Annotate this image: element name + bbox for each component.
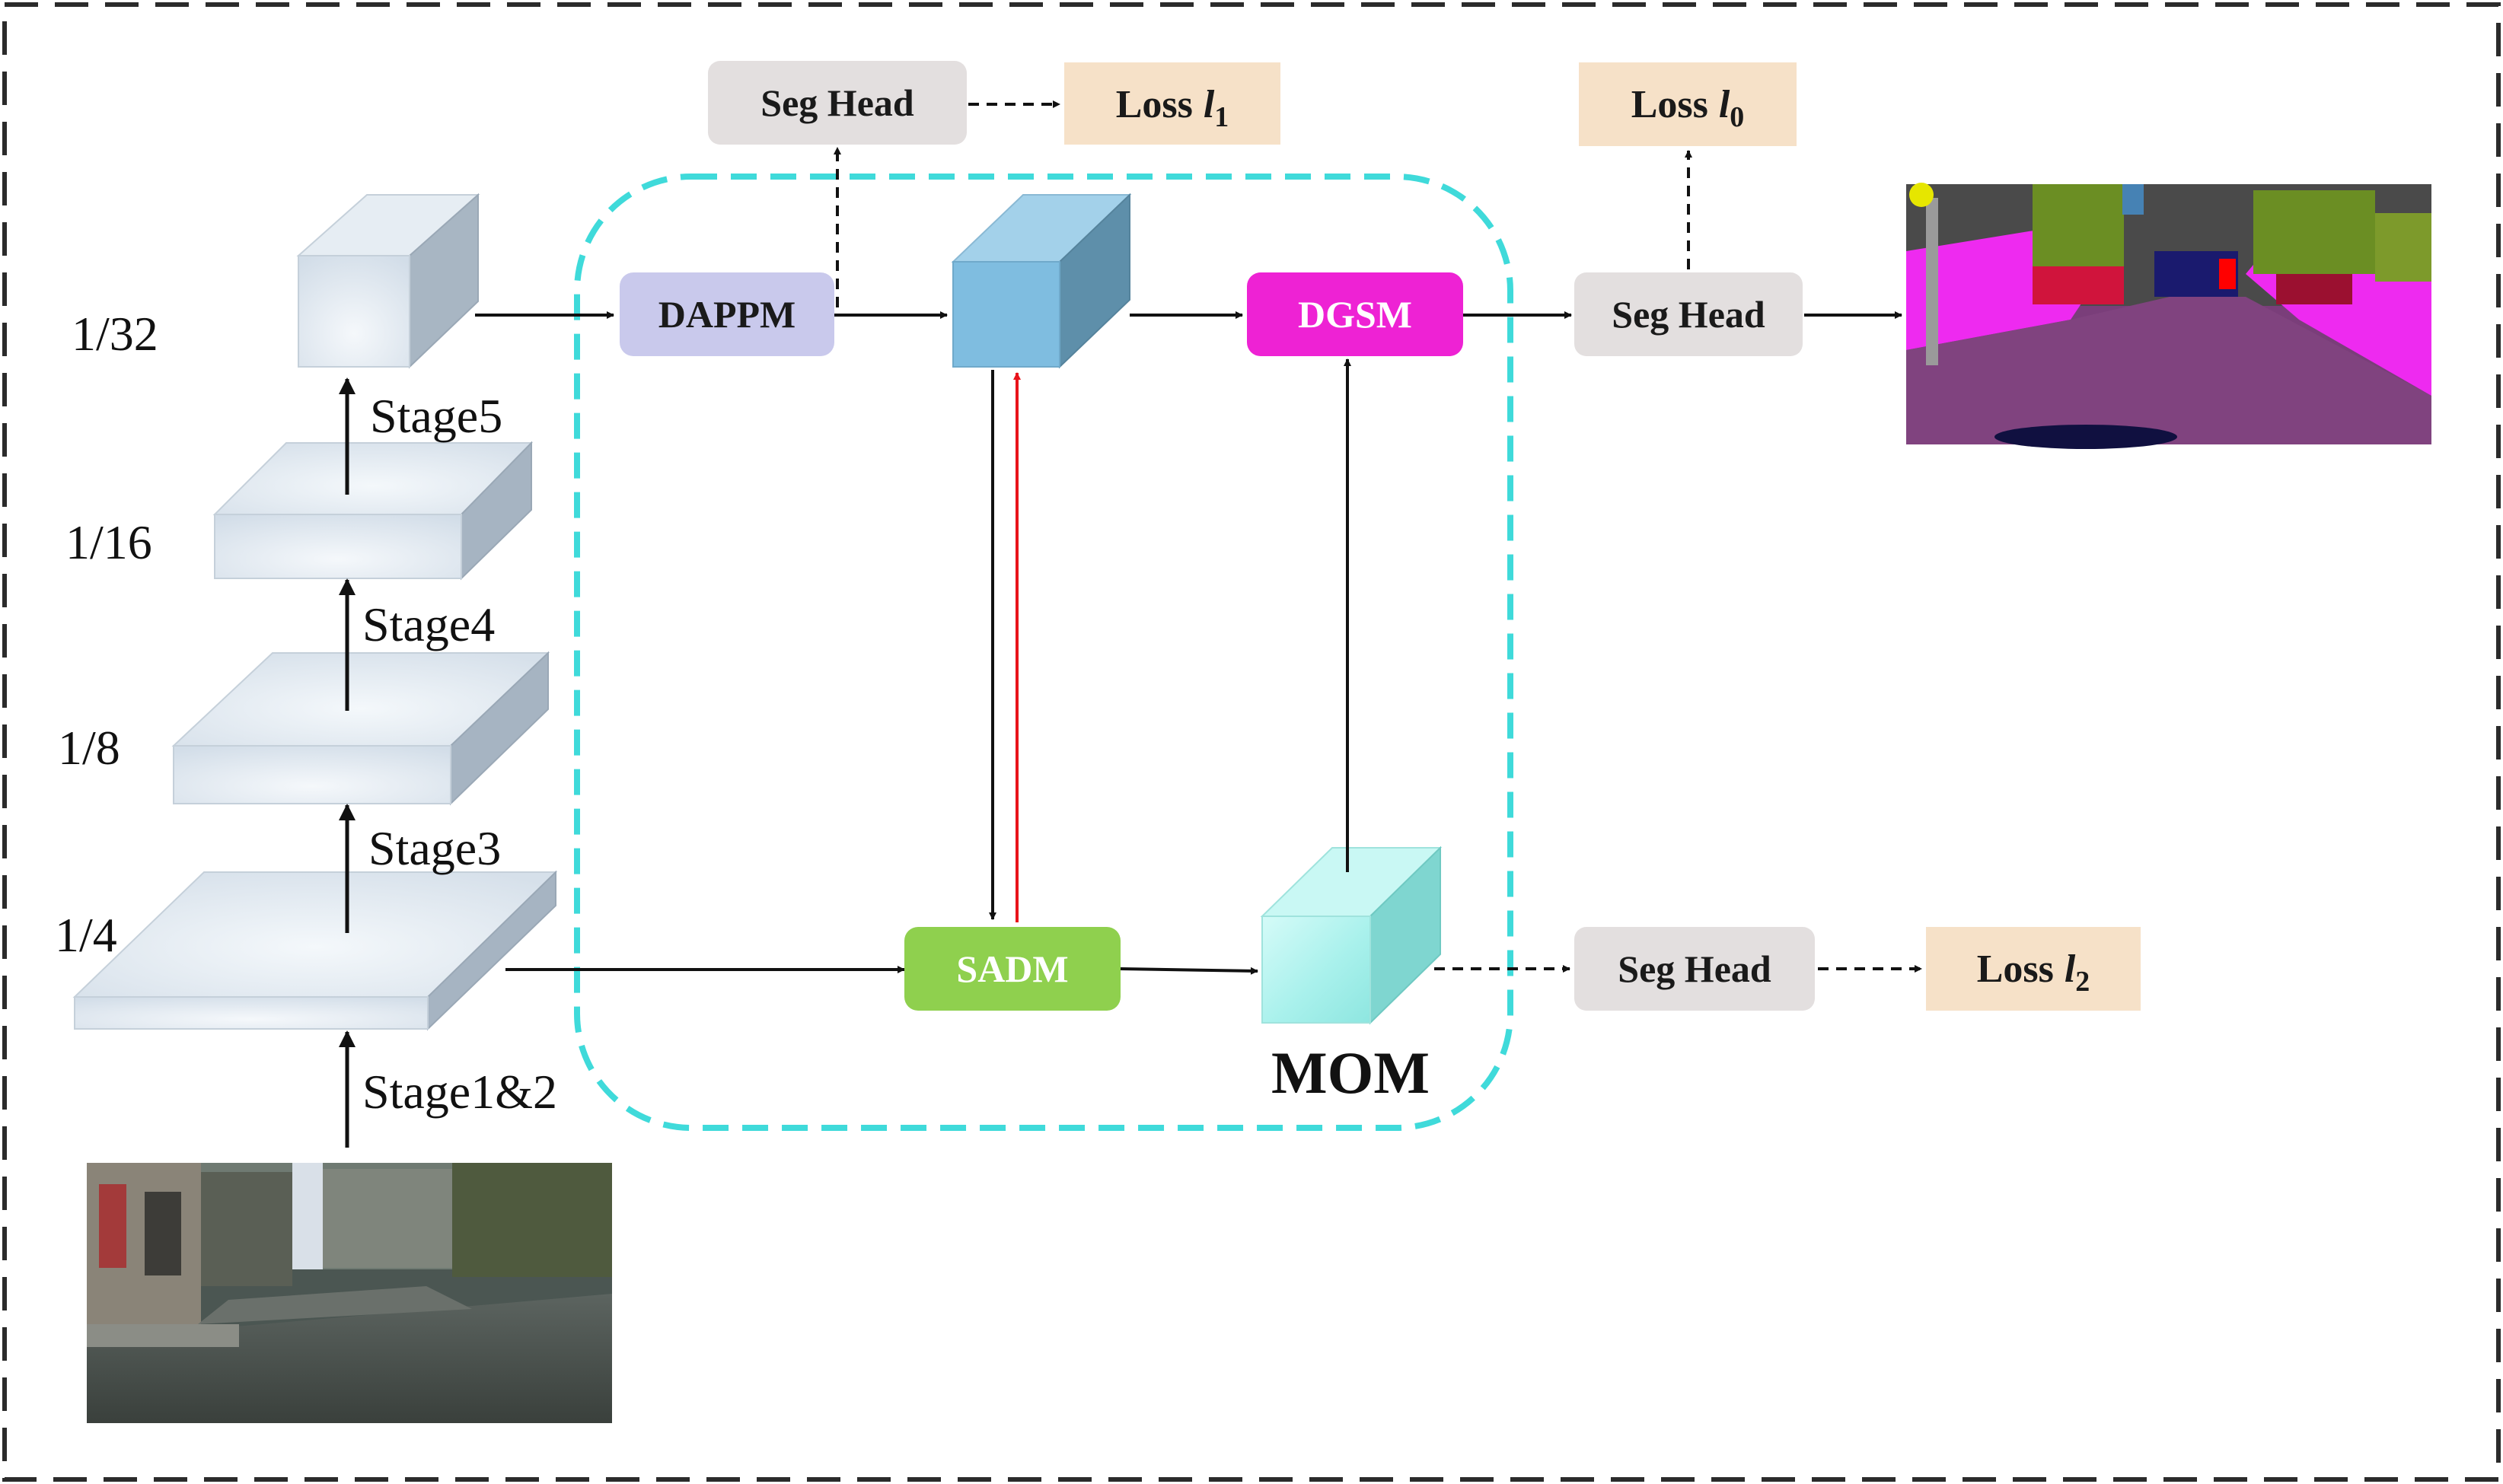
loss-l1-word: Loss [1116,83,1193,126]
loss-l0-var: l [1719,83,1730,126]
arrow-sadm-to-mom-cube [1120,967,1258,975]
dappm-label: DAPPM [658,293,796,336]
loss-l1-var: l [1204,83,1215,126]
seg-head-bottom-label: Seg Head [1618,947,1771,990]
dgsm-module: DGSM [1247,272,1463,356]
dappm-module: DAPPM [620,272,834,356]
seg-head-top: Seg Head [708,61,967,145]
stage-label-4: Stage4 [362,597,495,651]
feature-cube [951,193,1132,369]
loss-l0-sub: 0 [1730,101,1744,133]
seg-head-main: Seg Head [1574,272,1803,356]
mom-region [574,174,1513,1131]
feature-block-1-16 [212,441,534,581]
seg-head-main-label: Seg Head [1612,293,1765,336]
output-segmentation-map [1906,183,2431,449]
mom-cube [1260,845,1443,1025]
scale-label-1-8: 1/8 [58,721,120,775]
seg-head-top-label: Seg Head [760,81,914,124]
loss-l0-word: Loss [1631,83,1708,126]
sadm-label: SADM [956,947,1068,990]
input-street-image [87,1163,612,1423]
loss-l2-word: Loss [1977,947,2054,991]
loss-l1-sub: 1 [1214,101,1229,133]
feature-block-1-8 [171,651,550,806]
seg-head-bottom: Seg Head [1574,927,1815,1011]
sadm-module: SADM [904,927,1121,1011]
loss-l2-var: l [2065,947,2076,991]
scale-label-1-32: 1/32 [72,307,158,361]
scale-label-1-16: 1/16 [65,515,152,569]
loss-l2-sub: 2 [2075,966,2090,998]
mom-label: MOM [1271,1040,1430,1106]
stage-label-3: Stage3 [368,821,501,875]
stage-label-1-2: Stage1&2 [362,1065,557,1119]
feature-block-1-4 [72,870,558,1031]
feature-block-1-32 [296,193,480,369]
dgsm-label: DGSM [1298,293,1412,336]
scale-label-1-4: 1/4 [55,908,117,962]
stage-label-5: Stage5 [370,389,502,443]
